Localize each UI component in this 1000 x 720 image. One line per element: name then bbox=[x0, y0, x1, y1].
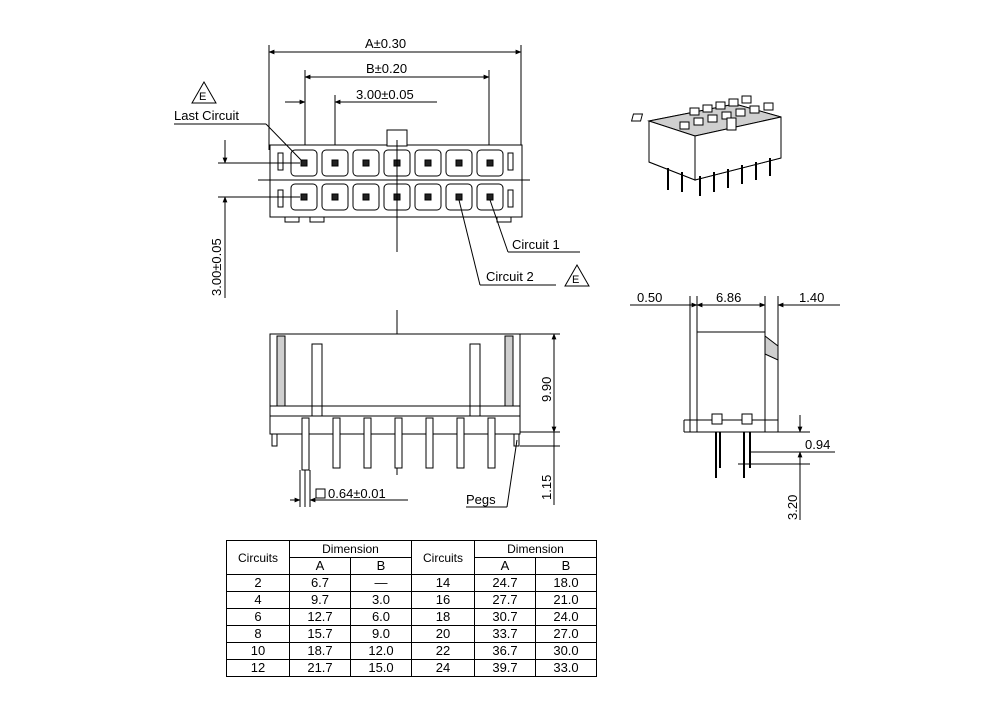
revision-triangle-1: E bbox=[191, 80, 217, 104]
dim-b-label: B±0.20 bbox=[366, 61, 407, 76]
table-header-row-1: Circuits Dimension Circuits Dimension bbox=[226, 540, 597, 575]
svg-text:E: E bbox=[199, 91, 206, 103]
end-dim-3-label: 1.40 bbox=[799, 290, 824, 305]
header-dimension-right: Dimension bbox=[474, 540, 597, 558]
svg-text:E: E bbox=[572, 274, 579, 286]
cavity-row-top bbox=[290, 149, 504, 177]
end-dim-2-label: 6.86 bbox=[716, 290, 741, 305]
pitch-side-label: 3.00±0.05 bbox=[209, 238, 224, 296]
header-circuits-right: Circuits bbox=[411, 540, 475, 575]
side-view: 9.90 1.15 0.64±0.01 Pegs bbox=[269, 310, 560, 508]
end-dim-5-label: 3.20 bbox=[785, 495, 800, 520]
circuit-2-label: Circuit 2 bbox=[486, 269, 534, 284]
pin-size-label: 0.64±0.01 bbox=[328, 486, 386, 501]
pegs-label: Pegs bbox=[466, 492, 496, 507]
header-b-left: B bbox=[350, 557, 412, 575]
header-circuits-left: Circuits bbox=[226, 540, 290, 575]
isometric-view bbox=[630, 95, 782, 196]
last-circuit-label: Last Circuit bbox=[174, 108, 239, 123]
header-b-right: B bbox=[535, 557, 597, 575]
dim-a-label: A±0.30 bbox=[365, 36, 406, 51]
revision-triangle-2: E bbox=[564, 263, 590, 287]
iso-pins bbox=[667, 158, 771, 196]
header-a-right: A bbox=[474, 557, 536, 575]
header-dimension-left: Dimension bbox=[289, 540, 412, 558]
end-view: 0.50 6.86 1.40 0.94 3.20 bbox=[630, 290, 840, 520]
dimension-table: Circuits Dimension Circuits Dimension A … bbox=[226, 540, 597, 677]
header-a-left: A bbox=[289, 557, 351, 575]
iso-cavities bbox=[630, 95, 774, 130]
front-view: A±0.30 B±0.20 3.00±0.05 bbox=[174, 36, 590, 298]
pitch-top-label: 3.00±0.05 bbox=[356, 87, 414, 102]
peg-length-label: 1.15 bbox=[539, 475, 554, 500]
height-label: 9.90 bbox=[539, 377, 554, 402]
end-dim-1-label: 0.50 bbox=[637, 290, 662, 305]
end-dim-4-label: 0.94 bbox=[805, 437, 830, 452]
circuit-1-label: Circuit 1 bbox=[512, 237, 560, 252]
pcb-pins bbox=[301, 417, 496, 507]
